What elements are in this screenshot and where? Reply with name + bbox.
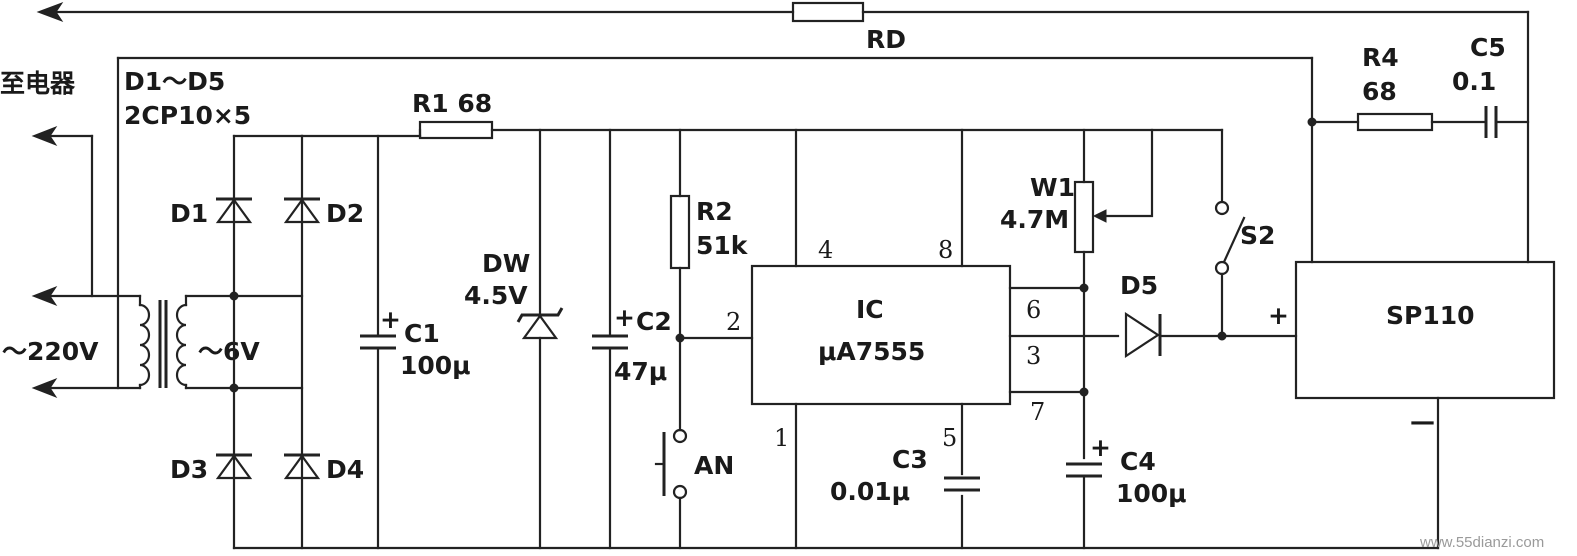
r4-c5-branch — [1307, 106, 1530, 138]
ic-label: IC — [856, 295, 884, 324]
c2-label: C2 — [636, 307, 672, 336]
d3-label: D3 — [170, 455, 208, 484]
fuse-rd — [791, 1, 865, 23]
c1-value: 100μ — [400, 351, 471, 380]
pin6-label: 6 — [1026, 296, 1041, 324]
capacitor-c1 — [360, 134, 396, 550]
c2-plus: + — [614, 303, 635, 332]
w1-label: W1 — [1030, 173, 1075, 202]
potentiometer-w1 — [1073, 128, 1154, 460]
r4-label: R4 — [1362, 43, 1399, 72]
c3-value: 0.01μ — [830, 477, 910, 506]
sp110-module — [1294, 260, 1556, 400]
diode-d5 — [1124, 311, 1298, 359]
ic-7555 — [750, 264, 1012, 406]
pin3-label: 3 — [1026, 342, 1041, 370]
w1-value: 4.7M — [1000, 205, 1069, 234]
r2-label: R2 — [696, 197, 733, 226]
sp110-minus: — — [1410, 407, 1435, 436]
sp110-label: SP110 — [1386, 301, 1475, 330]
diode-d1 — [215, 197, 253, 224]
diode-d3 — [215, 453, 253, 480]
mains-label: ～220V — [2, 337, 99, 366]
switch-s2 — [1214, 200, 1246, 338]
pushbutton-an — [654, 428, 688, 550]
pin2-label: 2 — [726, 308, 741, 336]
diode-group-label: D1～D5 — [124, 67, 225, 96]
to-appliance-label: 至电器 — [0, 69, 76, 98]
pin1-label: 1 — [774, 424, 789, 452]
transformer — [138, 291, 304, 393]
fuse-label: RD — [866, 25, 906, 54]
diode-group-part-label: 2CP10×5 — [124, 101, 251, 130]
c3-label: C3 — [892, 445, 928, 474]
c1-plus: + — [380, 305, 401, 334]
an-label: AN — [694, 451, 734, 480]
junction-pin2 — [675, 333, 685, 343]
dw-value: 4.5V — [464, 281, 528, 310]
diode-d2 — [283, 197, 321, 224]
c5-label: C5 — [1470, 33, 1506, 62]
top-live-wire — [36, 1, 1530, 264]
resistor-r2 — [669, 128, 691, 432]
appliance-output-arrow — [31, 125, 94, 298]
neutral-wire — [116, 56, 1314, 390]
s2-label: S2 — [1240, 221, 1275, 250]
watermark: www.55dianzi.com — [1419, 534, 1544, 551]
d1-label: D1 — [170, 199, 208, 228]
c5-value: 0.1 — [1452, 67, 1496, 96]
dw-label: DW — [482, 249, 530, 278]
mains-arrows — [31, 285, 142, 399]
pin8-label: 8 — [938, 236, 953, 264]
diode-d4 — [283, 453, 321, 480]
sp110-plus: + — [1268, 301, 1289, 330]
resistor-r1 — [418, 120, 494, 140]
c2-value: 47μ — [614, 357, 667, 386]
c1-label: C1 — [404, 319, 440, 348]
secondary-label: ～6V — [198, 337, 260, 366]
r2-value: 51k — [696, 231, 749, 260]
capacitor-c4 — [1066, 462, 1102, 550]
pin7-label: 7 — [1030, 398, 1045, 426]
capacitor-c2 — [592, 128, 628, 550]
capacitor-c3 — [944, 476, 980, 492]
d4-label: D4 — [326, 455, 364, 484]
c4-value: 100μ — [1116, 479, 1187, 508]
r1-label: R1 68 — [412, 89, 492, 118]
c4-label: C4 — [1120, 447, 1156, 476]
zener-dw — [516, 128, 564, 550]
ic-pin-wires — [794, 128, 1120, 550]
c4-plus: + — [1090, 433, 1111, 462]
pin5-label: 5 — [942, 424, 957, 452]
d2-label: D2 — [326, 199, 364, 228]
pin4-label: 4 — [818, 236, 833, 264]
ic-part-label: μA7555 — [818, 337, 925, 366]
bridge-rectifier — [232, 134, 304, 550]
d5-label: D5 — [1120, 271, 1158, 300]
r4-value: 68 — [1362, 77, 1397, 106]
